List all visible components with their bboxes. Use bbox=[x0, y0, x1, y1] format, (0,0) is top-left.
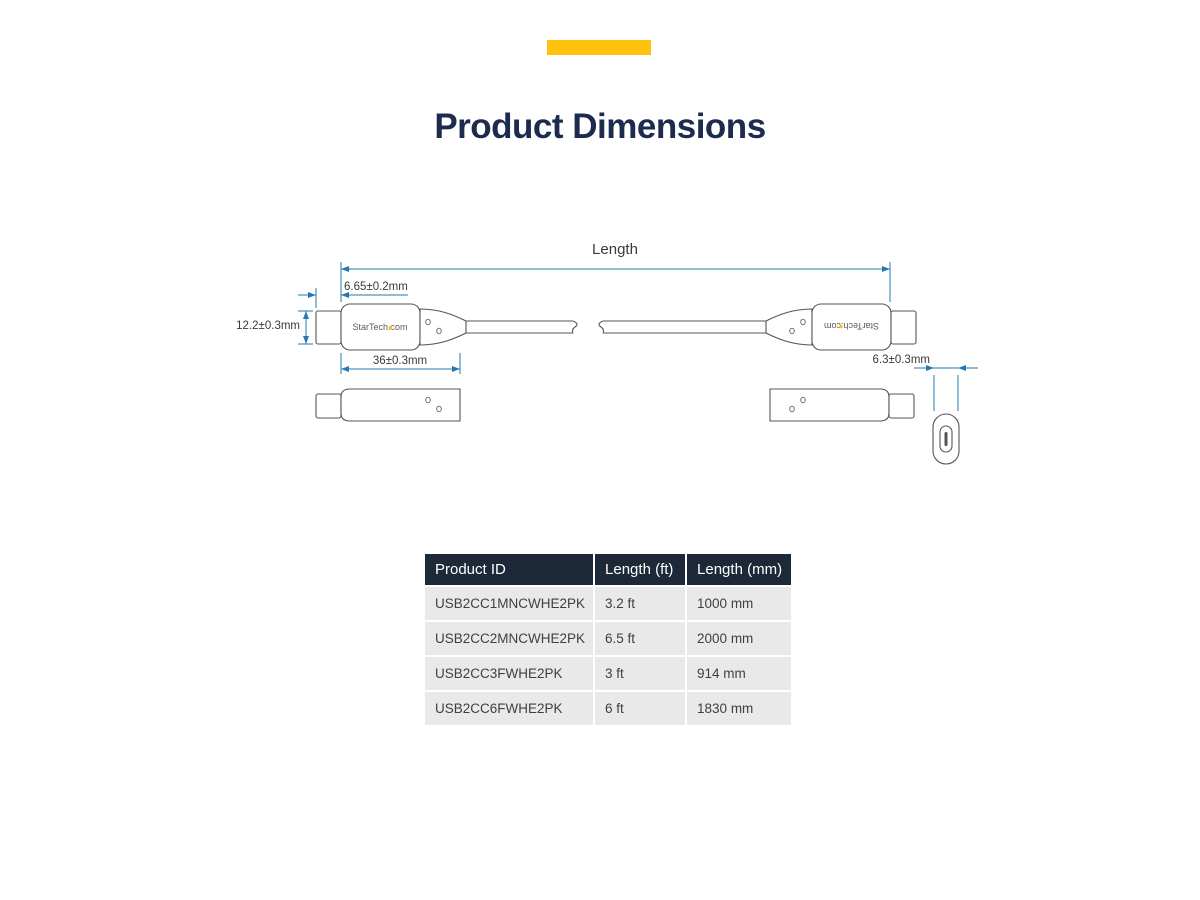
col-header-product-id: Product ID bbox=[422, 552, 596, 587]
end-view-receptacle bbox=[939, 425, 953, 453]
vent-hole bbox=[800, 318, 806, 326]
connector-right: StarTech.com bbox=[765, 303, 917, 351]
table-header-row: Product ID Length (ft) Length (mm) bbox=[422, 552, 794, 587]
cable-run bbox=[466, 320, 766, 334]
connector-right-boot bbox=[765, 308, 813, 346]
cable-break-left bbox=[571, 320, 578, 334]
connector-left: StarTech.com bbox=[315, 303, 467, 351]
cell-length-ft: 3 ft bbox=[593, 655, 688, 692]
connector-left-tip bbox=[315, 310, 342, 345]
vent-hole bbox=[789, 327, 795, 335]
cell-length-ft: 6.5 ft bbox=[593, 620, 688, 657]
cable-break-right bbox=[598, 320, 605, 334]
connector-left-side-view bbox=[315, 388, 461, 422]
cell-length-mm: 1000 mm bbox=[685, 585, 794, 622]
dimension-tip-length: 6.65±0.2mm bbox=[298, 281, 408, 308]
cell-length-mm: 2000 mm bbox=[685, 620, 794, 657]
width-dimension-label: 6.3±0.3mm bbox=[873, 354, 930, 366]
side-view-right-tip bbox=[888, 393, 915, 419]
connector-right-side-view bbox=[769, 388, 915, 422]
side-view-right-body bbox=[769, 388, 890, 422]
connector-right-tip bbox=[890, 310, 917, 345]
logo-dot bbox=[388, 325, 393, 330]
vent-hole bbox=[425, 318, 431, 326]
cell-length-mm: 1830 mm bbox=[685, 690, 794, 727]
table-row: USB2CC6FWHE2PK 6 ft 1830 mm bbox=[422, 690, 794, 727]
dimension-length: Length bbox=[340, 241, 891, 302]
cell-product-id: USB2CC1MNCWHE2PK bbox=[422, 585, 596, 622]
side-view-left-tip bbox=[315, 393, 342, 419]
end-view-tongue bbox=[944, 432, 948, 446]
col-header-length-mm: Length (mm) bbox=[685, 552, 794, 587]
product-spec-table: Product ID Length (ft) Length (mm) USB2C… bbox=[422, 552, 794, 727]
cell-length-ft: 3.2 ft bbox=[593, 585, 688, 622]
cable-top-view: StarTech.com StarTech.com bbox=[315, 303, 917, 351]
logo-dot bbox=[839, 324, 843, 329]
brand-logo-rotated: StarTech.com bbox=[824, 321, 879, 331]
dimension-connector-height: 12.2±0.3mm bbox=[236, 310, 313, 345]
cell-length-ft: 6 ft bbox=[593, 690, 688, 727]
table-row: USB2CC2MNCWHE2PK 6.5 ft 2000 mm bbox=[422, 620, 794, 657]
connector-left-boot bbox=[419, 308, 467, 346]
tip-dimension-label: 6.65±0.2mm bbox=[344, 281, 408, 293]
col-header-length-ft: Length (ft) bbox=[593, 552, 688, 587]
cell-product-id: USB2CC3FWHE2PK bbox=[422, 655, 596, 692]
dimension-connector-width: 6.3±0.3mm bbox=[873, 354, 978, 411]
cell-length-mm: 914 mm bbox=[685, 655, 794, 692]
connector-end-view bbox=[932, 413, 960, 465]
body-dimension-label: 36±0.3mm bbox=[373, 355, 427, 367]
cell-product-id: USB2CC2MNCWHE2PK bbox=[422, 620, 596, 657]
vent-hole bbox=[789, 405, 795, 413]
vent-hole bbox=[800, 396, 806, 404]
vent-hole bbox=[436, 327, 442, 335]
table-row: USB2CC1MNCWHE2PK 3.2 ft 1000 mm bbox=[422, 585, 794, 622]
vent-hole bbox=[436, 405, 442, 413]
page-title: Product Dimensions bbox=[434, 107, 766, 147]
side-view-left-body bbox=[340, 388, 461, 422]
brand-logo: StarTech.com bbox=[352, 322, 407, 332]
cell-product-id: USB2CC6FWHE2PK bbox=[422, 690, 596, 727]
vent-hole bbox=[425, 396, 431, 404]
height-dimension-label: 12.2±0.3mm bbox=[236, 320, 300, 332]
table-row: USB2CC3FWHE2PK 3 ft 914 mm bbox=[422, 655, 794, 692]
dimension-body-length: 36±0.3mm bbox=[340, 353, 461, 374]
accent-bar bbox=[547, 40, 651, 55]
length-dimension-label: Length bbox=[592, 241, 638, 258]
